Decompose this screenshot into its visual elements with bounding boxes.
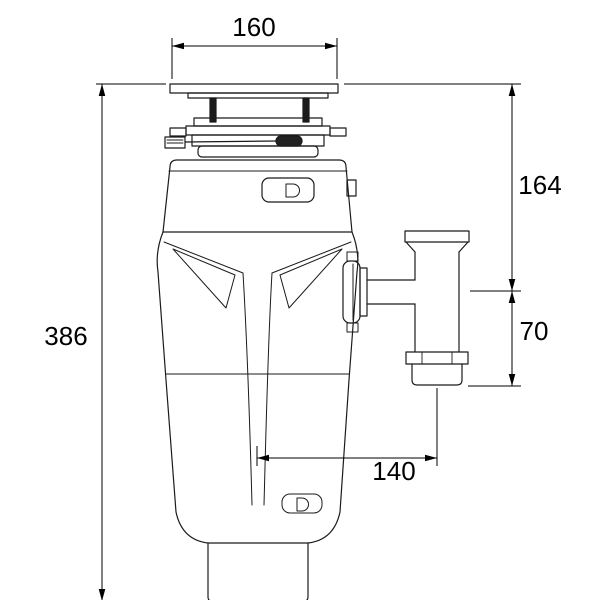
dim-top-width: 160: [171, 12, 338, 79]
dim-label-center-to-outlet: 140: [372, 456, 415, 486]
upper-housing: [162, 159, 357, 233]
dim-label-overall-height: 386: [44, 321, 87, 351]
mounting-bolt-left: [209, 97, 217, 123]
outlet-assembly: [342, 230, 470, 386]
dim-label-top-to-outlet: 164: [518, 170, 561, 200]
bottom-cylinder: [207, 542, 309, 600]
dim-label-top-width: 160: [232, 12, 275, 42]
dim-overall-height: 386: [44, 83, 166, 600]
dim-outlet-vertical: 164 70: [344, 83, 562, 387]
disposer-drawing: [156, 83, 470, 600]
dimension-annotations: 160 386 164 70 140: [44, 12, 562, 600]
dim-center-to-outlet: 140: [256, 388, 438, 486]
sink-flange: [169, 83, 339, 99]
mounting-assembly: [164, 117, 347, 158]
mounting-bolt-right: [302, 97, 310, 123]
chamber-body: [156, 231, 359, 544]
dim-label-outlet-drop: 70: [520, 316, 549, 346]
